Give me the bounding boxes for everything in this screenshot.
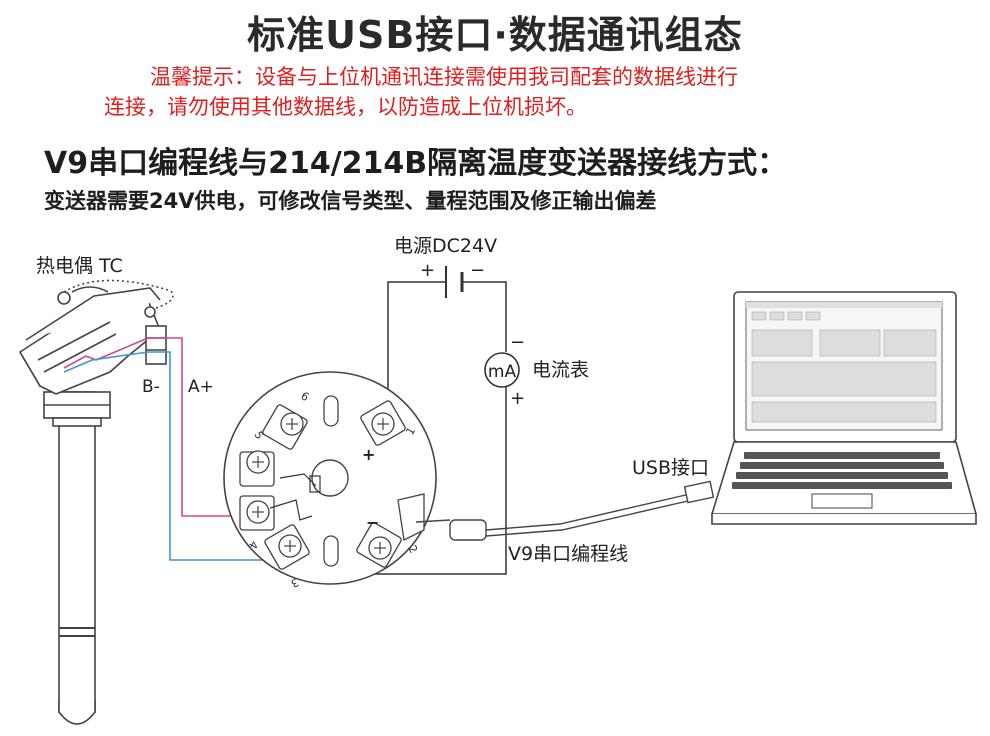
thermocouple-label: 热电偶 TC	[36, 255, 123, 277]
power-plus: +	[420, 260, 435, 281]
thermocouple-probe	[18, 279, 174, 725]
usb-label: USB接口	[632, 457, 709, 479]
blue-wire	[148, 351, 290, 561]
power-label: 电源DC24V	[394, 235, 497, 257]
page-title: 标准USB接口·数据通讯组态	[247, 13, 743, 57]
ammeter-symbol: mA	[488, 362, 517, 382]
programming-cable	[415, 480, 715, 541]
notice-line-1: 温馨提示：设备与上位机通讯连接需使用我司配套的数据线进行	[150, 65, 738, 89]
b-minus-label: B-	[142, 377, 160, 397]
cable-label: V9串口编程线	[508, 543, 628, 565]
terminal-plus-sign: +	[362, 445, 375, 464]
laptop	[710, 291, 978, 525]
transmitter: + − 1 2 3 4 5 6	[223, 371, 437, 590]
sensor-wires	[63, 337, 290, 561]
power-description: 变送器需要24V供电，可修改信号类型、量程范围及修正输出偏差	[44, 189, 657, 213]
section-title: V9串口编程线与214/214B隔离温度变送器接线方式：	[44, 146, 788, 181]
a-plus-label: A+	[188, 377, 214, 397]
ammeter-plus: +	[510, 388, 525, 409]
ammeter: mA	[484, 352, 520, 388]
ammeter-minus: −	[510, 332, 525, 353]
terminal-minus-sign: −	[366, 513, 379, 532]
ammeter-label: 电流表	[532, 359, 589, 381]
notice-line-2: 连接，请勿使用其他数据线，以防造成上位机损坏。	[104, 95, 587, 119]
warning-notice: 温馨提示：设备与上位机通讯连接需使用我司配套的数据线进行 连接，请勿使用其他数据…	[104, 62, 904, 122]
pink-wire	[148, 337, 262, 517]
power-minus: −	[470, 260, 485, 281]
